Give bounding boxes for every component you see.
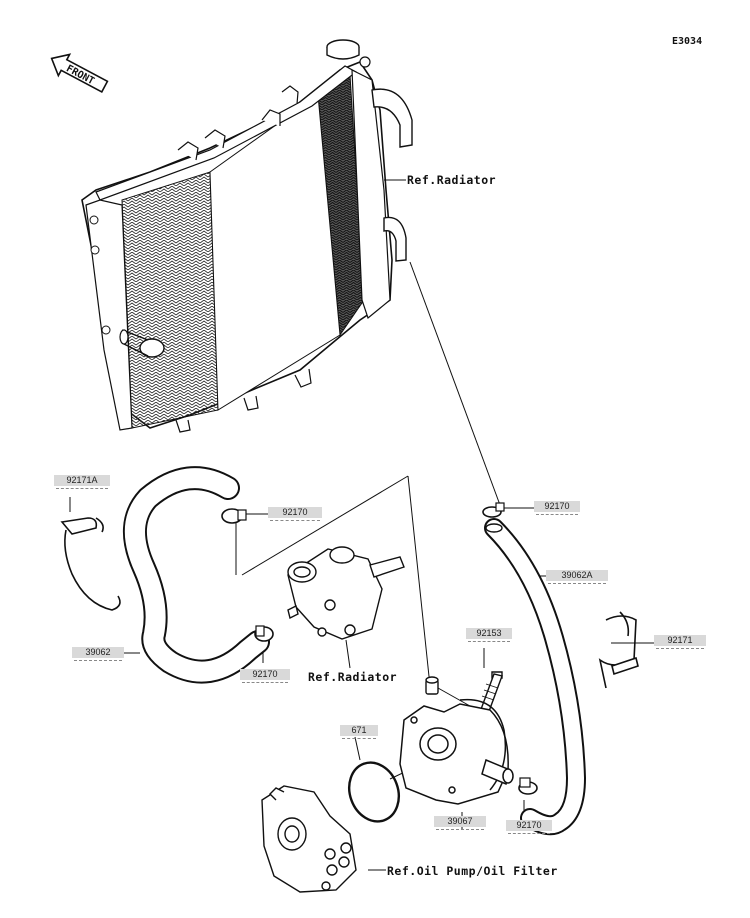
part-label-39062a: 39062A <box>546 570 608 584</box>
part-label-39062: 39062 <box>72 647 124 661</box>
water-pump <box>287 546 405 640</box>
part-label-92170-upper: 92170 <box>268 507 322 521</box>
part-label-92153: 92153 <box>466 628 512 642</box>
ref-radiator-pump: Ref.Radiator <box>308 670 398 684</box>
clamp-92171a <box>60 517 121 611</box>
diagram-code: E3034 <box>672 36 703 47</box>
ref-oil-pump-filter: Ref.Oil Pump/Oil Filter <box>387 864 558 878</box>
oil-cooler-39067 <box>399 698 514 805</box>
radiator <box>81 39 413 433</box>
part-label-92170-right: 92170 <box>534 501 580 515</box>
o-ring-671 <box>348 761 400 823</box>
part-label-92171a: 92171A <box>54 475 110 489</box>
ref-radiator-top: Ref.Radiator <box>407 173 497 187</box>
part-label-92170-cooler: 92170 <box>506 820 552 834</box>
part-label-671: 671 <box>340 725 378 739</box>
clamp-92170-right <box>482 502 505 518</box>
part-label-92171: 92171 <box>654 635 706 649</box>
hose-39062 <box>122 466 270 684</box>
clamp-92170-upper <box>221 508 247 524</box>
clamp-92170-cooler <box>518 777 538 795</box>
clamp-92170-pump <box>254 625 274 642</box>
fitting <box>425 676 439 695</box>
part-label-39067: 39067 <box>434 816 486 830</box>
oil-pump-housing <box>261 785 357 893</box>
part-label-92170-pump: 92170 <box>240 669 290 683</box>
clamp-92171 <box>598 611 639 689</box>
front-arrow-icon: FRONT <box>50 53 109 93</box>
hose-39062a <box>484 518 587 836</box>
